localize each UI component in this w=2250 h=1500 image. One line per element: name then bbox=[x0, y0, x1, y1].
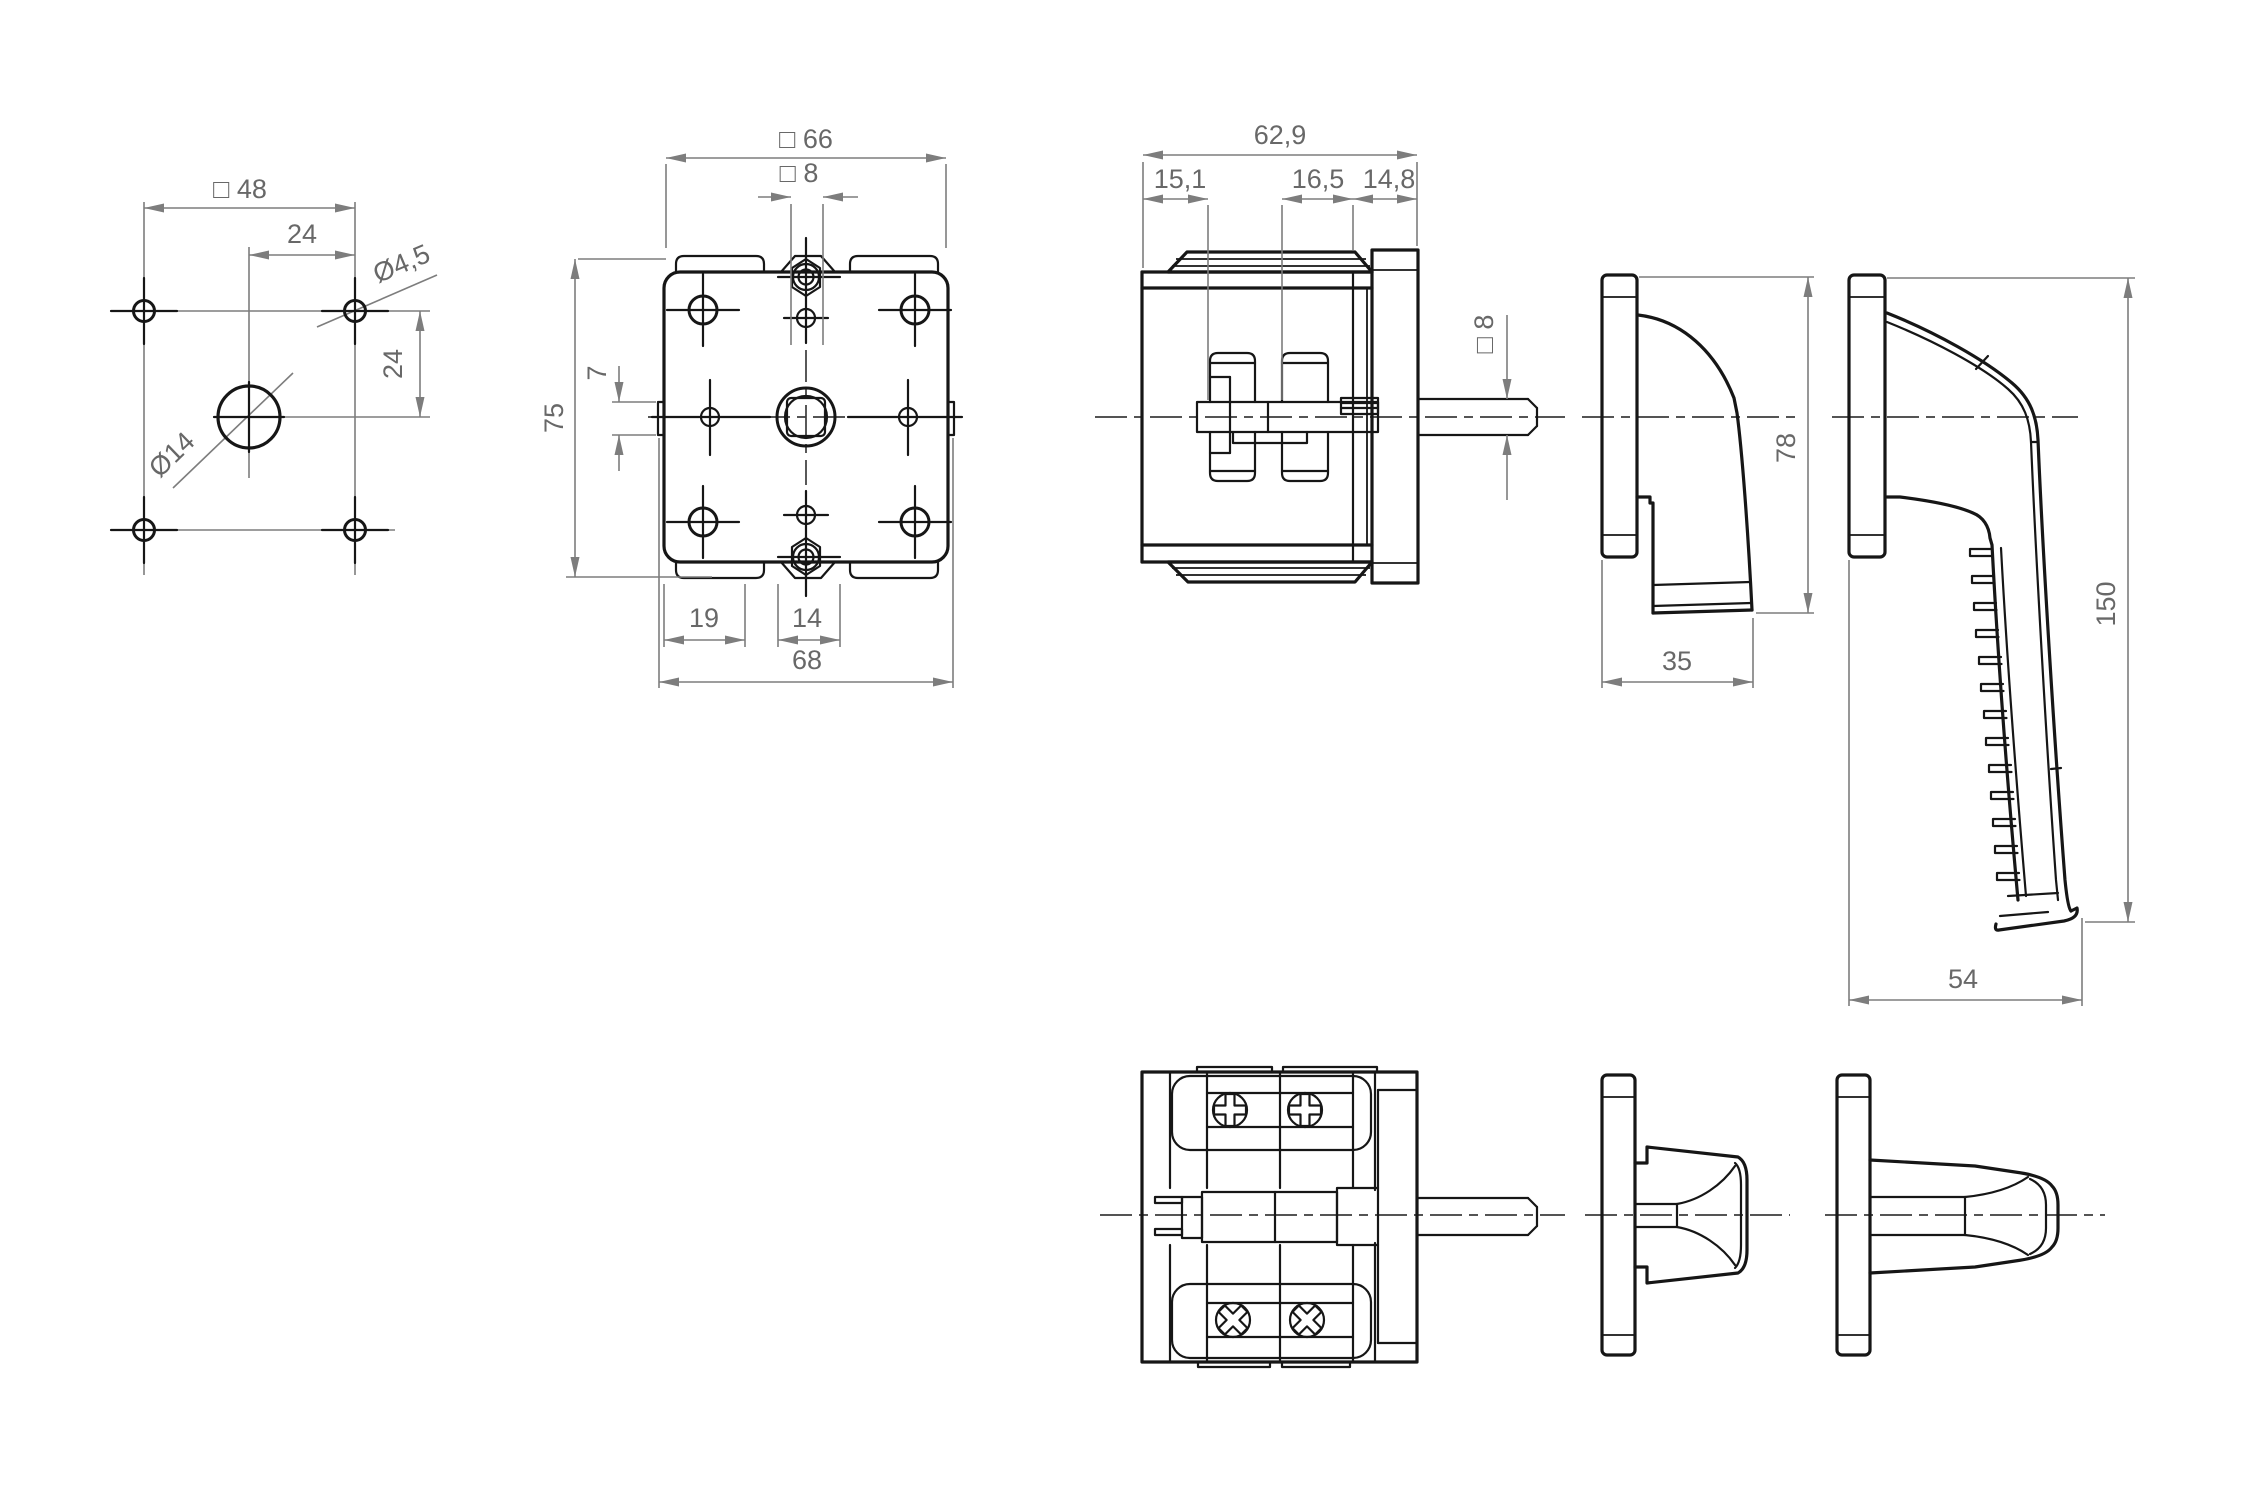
bottom-rotor bbox=[1153, 1186, 1380, 1247]
drill-dimensions bbox=[144, 203, 425, 417]
dim-side-seg3: 14,8 bbox=[1363, 164, 1416, 194]
dim-knob-depth: 35 bbox=[1662, 646, 1692, 676]
dim-drill-hole-big: Ø14 bbox=[143, 426, 201, 483]
switch-bottom-view bbox=[1100, 1065, 1565, 1369]
handle-profile bbox=[1885, 311, 2079, 932]
switch-side-view: 62,9 15,1 16,5 14,8 □ 8 bbox=[1095, 120, 1565, 585]
bottom-internal bbox=[1168, 1070, 1419, 1364]
handle-top-profile bbox=[1868, 1158, 2060, 1275]
knob-dimensions bbox=[1601, 276, 1814, 688]
handle-side-view: 150 54 bbox=[1832, 273, 2135, 1006]
dim-handle-depth: 54 bbox=[1948, 964, 1978, 994]
dim-drill-offset-h: 24 bbox=[287, 219, 317, 249]
fixing-nut-top bbox=[776, 236, 842, 345]
dim-front-tab: 7 bbox=[582, 365, 612, 380]
handle-flange-plate bbox=[1847, 273, 1887, 559]
front-corner-holes bbox=[665, 272, 953, 560]
dim-knob-height: 78 bbox=[1771, 433, 1801, 463]
dim-drill-hole-small: Ø4,5 bbox=[369, 238, 435, 288]
handle-dimensions bbox=[1848, 277, 2135, 1006]
dim-side-seg2: 16,5 bbox=[1292, 164, 1345, 194]
dim-front-square: □ 66 bbox=[779, 124, 833, 154]
fixing-nut-bottom bbox=[776, 489, 842, 598]
front-plate bbox=[1370, 248, 1420, 585]
knob-flange-plate bbox=[1600, 273, 1639, 559]
mounting-holes bbox=[109, 276, 390, 565]
terminal-screws bbox=[1211, 1091, 1326, 1339]
dim-front-width: 68 bbox=[792, 645, 822, 675]
handle-top-flange bbox=[1835, 1073, 1872, 1357]
side-body bbox=[1140, 248, 1420, 585]
dim-front-shaft-square: □ 8 bbox=[780, 158, 819, 188]
knob-top-profile bbox=[1633, 1145, 1749, 1285]
knob-top-flange bbox=[1600, 1073, 1637, 1357]
side-body-laminations bbox=[1172, 258, 1418, 576]
switch-front-view: □ 66 □ 8 75 7 19 14 68 bbox=[539, 124, 964, 688]
dim-front-foot-left: 19 bbox=[689, 603, 719, 633]
dim-side-seg1: 15,1 bbox=[1154, 164, 1207, 194]
front-mid-holes bbox=[650, 378, 964, 457]
bottom-shaft bbox=[1415, 1196, 1539, 1237]
knob-top-view bbox=[1585, 1073, 1790, 1357]
dim-front-height: 75 bbox=[539, 403, 569, 433]
dim-side-shaft-square: □ 8 bbox=[1469, 315, 1499, 354]
dim-side-depth-total: 62,9 bbox=[1254, 120, 1307, 150]
drilling-plan-view: □ 48 24 24 Ø4,5 Ø14 bbox=[109, 174, 438, 575]
side-dimensions bbox=[1142, 150, 1512, 500]
knob-side-view: 78 35 bbox=[1582, 273, 1814, 688]
front-dimensions bbox=[566, 153, 954, 688]
dim-handle-height: 150 bbox=[2091, 581, 2121, 626]
dim-front-foot-center: 14 bbox=[792, 603, 822, 633]
dim-drill-square: □ 48 bbox=[213, 174, 267, 204]
knob-profile bbox=[1635, 313, 1754, 615]
mounting-tabs bbox=[674, 254, 940, 580]
handle-grip-ribs bbox=[1968, 547, 2021, 882]
handle-top-view bbox=[1825, 1073, 2105, 1357]
shaft-hole bbox=[775, 386, 837, 448]
dim-drill-offset-v: 24 bbox=[378, 349, 408, 379]
